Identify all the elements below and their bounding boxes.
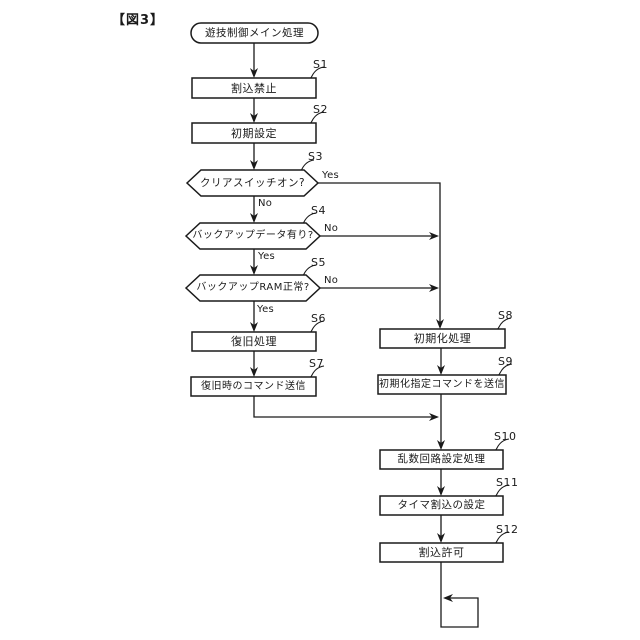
step-tag-s2: S2 <box>313 103 328 116</box>
edge-s12-loop <box>440 562 479 628</box>
arrowhead-s7-merge <box>429 413 439 421</box>
step-tag-s1: S1 <box>313 58 328 71</box>
step-tag-s7: S7 <box>309 357 324 370</box>
process-s8-shape <box>379 328 506 349</box>
decision-s3-shape <box>185 169 320 197</box>
arrowhead-into-s2 <box>250 113 258 123</box>
arrowhead-into-s1 <box>250 68 258 78</box>
process-s11-shape <box>379 495 504 516</box>
node-s6-label: 復旧処理 <box>231 335 277 348</box>
arrowhead-into-s10 <box>437 440 445 450</box>
process-s7-shape <box>190 376 317 397</box>
node-s4-label: バックアップデータ有り? <box>192 230 314 241</box>
process-s9-shape <box>377 374 507 395</box>
branch-s4-yes: Yes <box>258 251 276 262</box>
step-tag-s12: S12 <box>496 523 519 536</box>
branch-s5-no: No <box>324 275 339 286</box>
step-tag-s5: S5 <box>311 256 326 269</box>
branch-s3-no: No <box>258 198 273 209</box>
edge-s3-yes-s8 <box>318 182 441 327</box>
process-s2-shape <box>191 122 317 144</box>
decision-s5-shape <box>184 274 322 302</box>
node-s3-label: クリアスイッチオン? <box>199 176 306 189</box>
branch-s4-no: No <box>324 223 339 234</box>
arrowhead-into-s3 <box>250 160 258 170</box>
step-tag-s11: S11 <box>496 476 519 489</box>
node-s1-label: 割込禁止 <box>231 81 277 95</box>
node-s7-label: 復旧時のコマンド送信 <box>201 380 306 392</box>
arrowhead-into-s11 <box>437 486 445 496</box>
arrowhead-into-s4 <box>250 213 258 223</box>
process-s12-shape <box>379 542 504 563</box>
arrowhead-into-s9 <box>437 365 445 375</box>
process-s1-shape <box>191 77 317 99</box>
node-s2-label: 初期設定 <box>231 126 277 140</box>
arrowhead-loop <box>443 594 453 602</box>
step-tag-s10: S10 <box>494 430 517 443</box>
arrowhead-into-s7 <box>250 367 258 377</box>
arrowhead-into-s5 <box>250 265 258 275</box>
branch-s5-yes: Yes <box>257 304 275 315</box>
edge-s7-junction <box>253 396 436 418</box>
arrowhead-into-s12 <box>437 533 445 543</box>
arrowhead-into-s6 <box>250 322 258 332</box>
step-tag-s4: S4 <box>311 204 326 217</box>
arrowhead-into-s8 <box>436 319 444 329</box>
decision-s4-shape <box>184 222 322 250</box>
arrowhead-s4-no <box>429 232 439 240</box>
node-s10-label: 乱数回路設定処理 <box>397 453 486 466</box>
step-tag-s9: S9 <box>498 355 513 368</box>
step-tag-s3: S3 <box>308 150 323 163</box>
node-s8-label: 初期化処理 <box>413 332 472 345</box>
node-s5-label: バックアップRAM正常? <box>196 282 310 293</box>
figure-caption: 【図3】 <box>112 13 165 28</box>
terminal-start-shape <box>190 22 319 44</box>
branch-s3-yes: Yes <box>322 170 340 181</box>
process-s10-shape <box>379 449 504 470</box>
process-s6-shape <box>191 331 317 352</box>
node-start-label: 遊技制御メイン処理 <box>205 26 304 39</box>
node-s11-label: タイマ割込の設定 <box>397 499 486 512</box>
node-s9-label: 初期化指定コマンドを送信 <box>379 378 505 390</box>
node-s12-label: 割込許可 <box>418 546 465 559</box>
arrowhead-s5-no <box>429 284 439 292</box>
step-tag-s8: S8 <box>498 309 513 322</box>
step-tag-s6: S6 <box>311 312 326 325</box>
